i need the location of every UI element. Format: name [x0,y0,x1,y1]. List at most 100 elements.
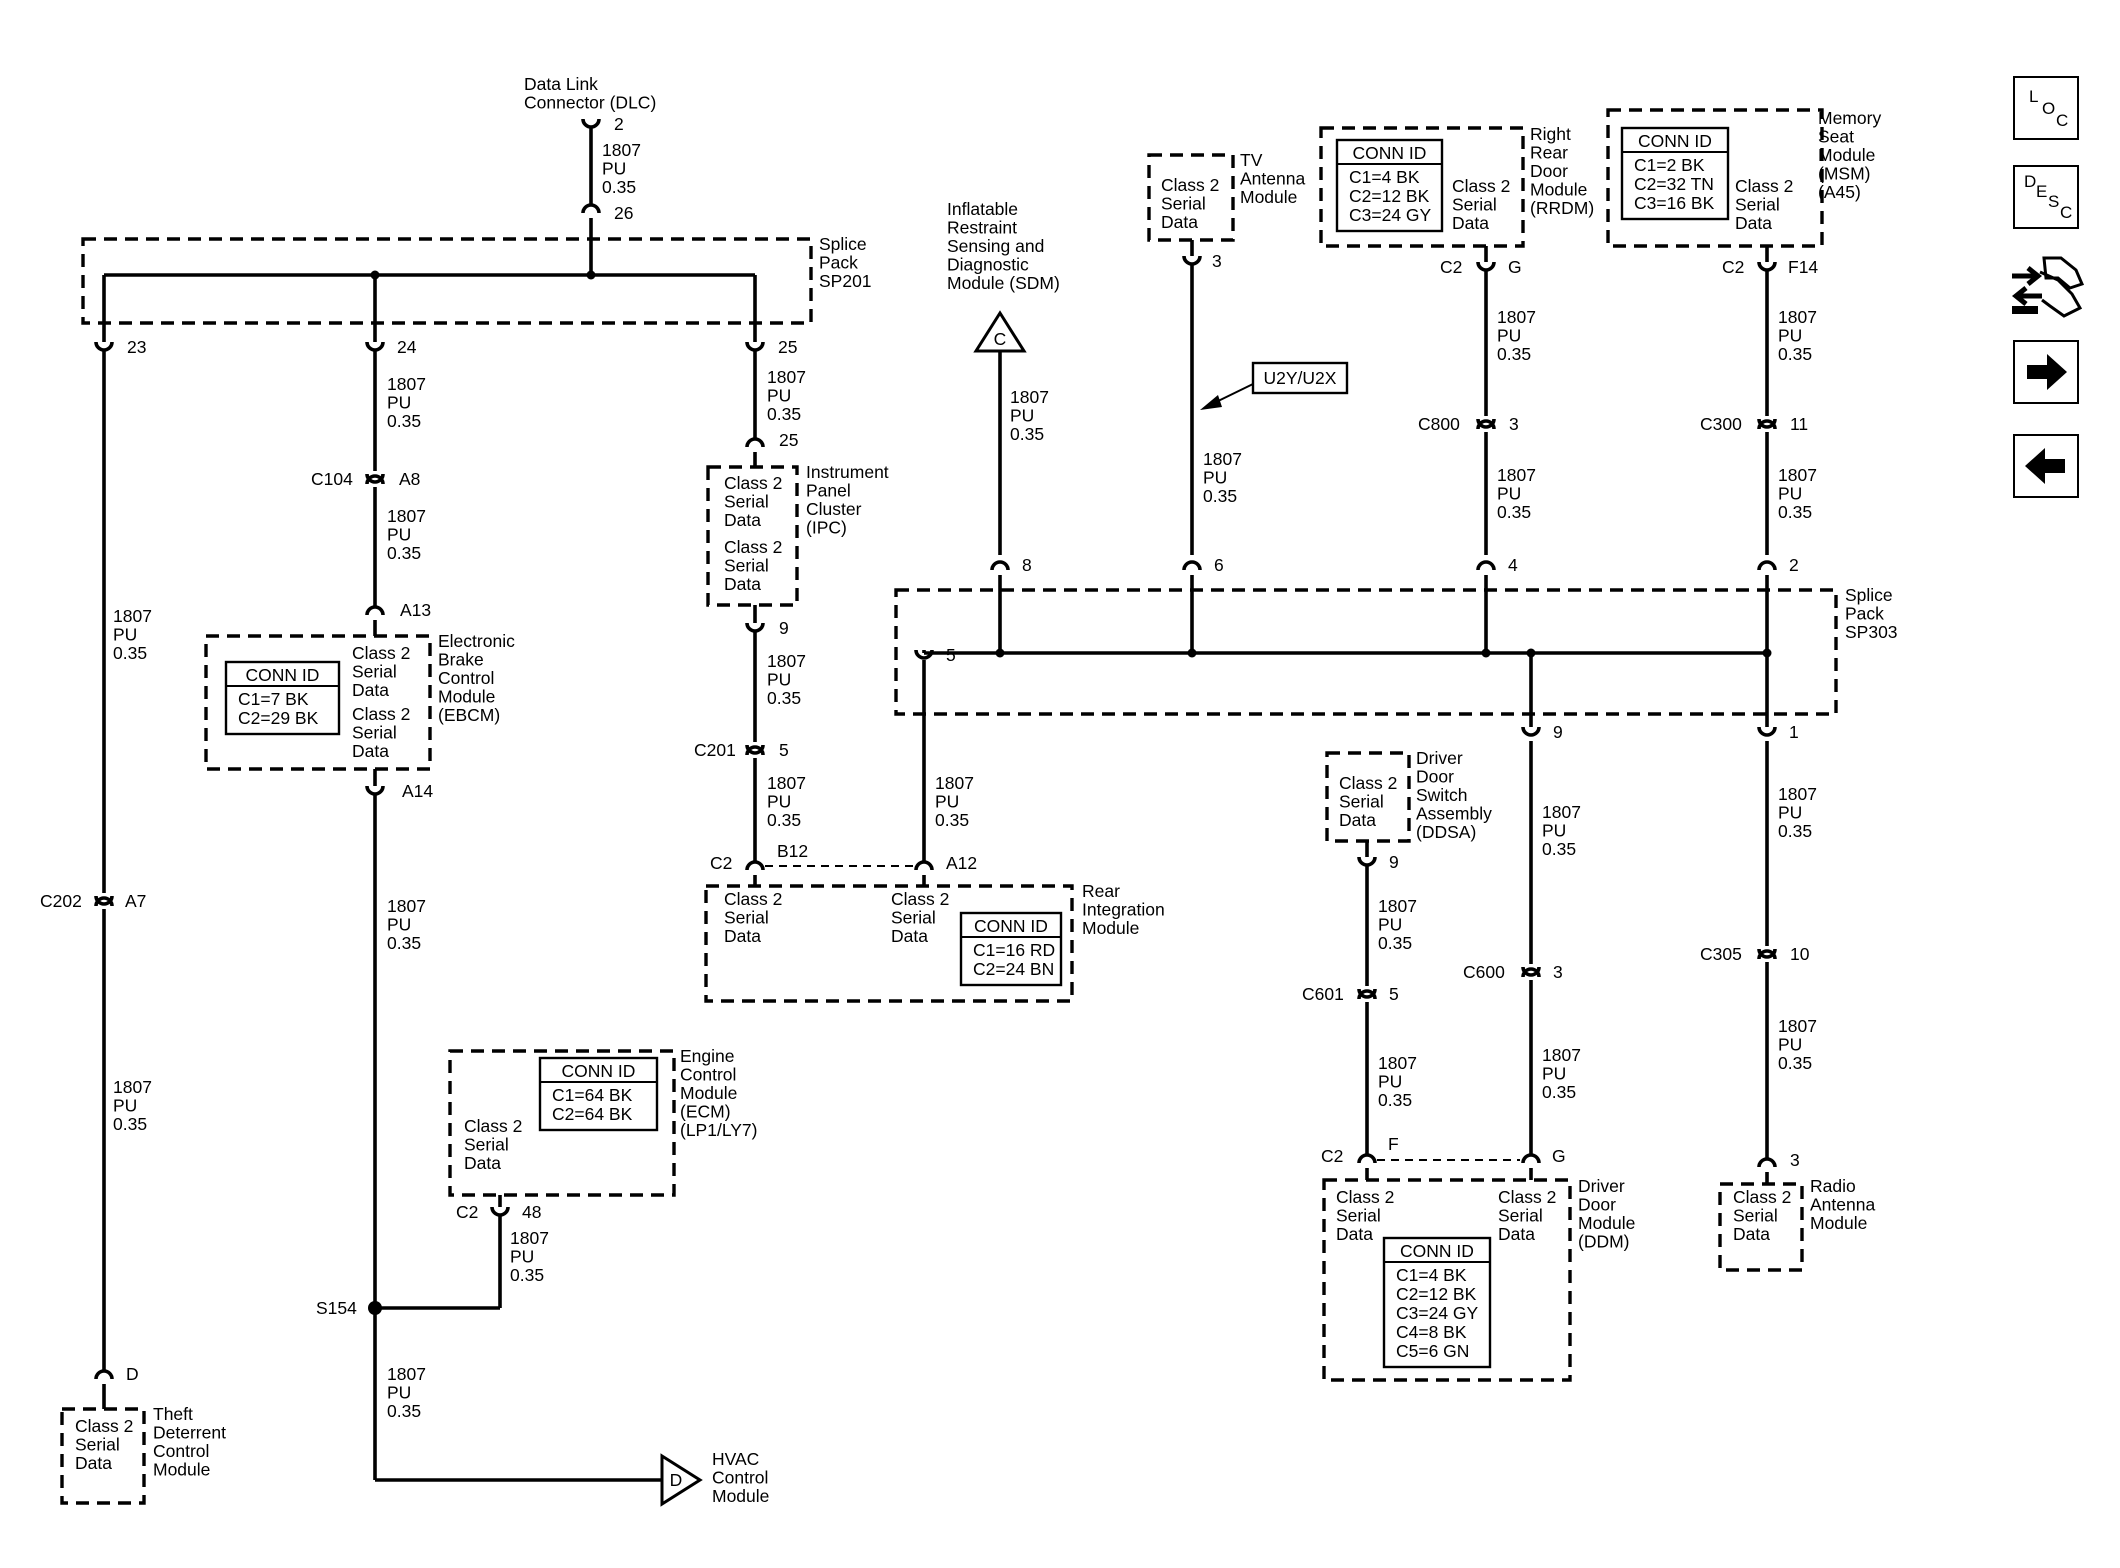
ecm-wire-label-gauge: 0.35 [510,1265,544,1285]
rim-conn-id-table [959,911,1063,987]
ipc-serial-data: Class 2 [724,473,782,493]
rrdm-wire-label-1-circuit: 1807 [1497,307,1536,327]
sp201-pin-23: 23 [127,337,146,357]
ecm-name: (ECM) [680,1102,731,1122]
ddsa-wire-label-1-gauge: 0.35 [1378,933,1412,953]
sp303-pin-top: 4 [1508,555,1518,575]
locator-button[interactable]: L O C [2013,76,2079,140]
rim-conn-id-title: CONN ID [974,916,1048,936]
tdm-name: Theft [153,1404,193,1424]
tv-name: Module [1240,187,1297,207]
sdm-wire-label-gauge: 0.35 [1010,424,1044,444]
ebcm-name: Control [438,668,494,688]
ecm-conn-id-row: C2=64 BK [552,1104,633,1124]
ddm-conn-id-row: C5=6 GN [1396,1341,1469,1361]
description-button[interactable]: D E S C [2013,165,2079,229]
next-page-icon [2027,354,2067,390]
c104-label: C104 [311,469,353,489]
radio-wire-label-1-circuit: 1807 [1778,784,1817,804]
sp303-connector-top [1757,560,1777,571]
previous-page-icon [2025,448,2065,484]
radio-wire-label-2-color: PU [1778,1035,1802,1055]
ddm-connector-g [1521,1153,1541,1164]
sp201-pin-24: 24 [397,337,417,357]
ecm-conn: C2 [456,1202,478,1222]
rim-connector-a12 [914,860,934,871]
ipc-serial-data: Data [724,574,761,594]
ddm-serial-data: Data [1336,1224,1373,1244]
c601-pin: 5 [1389,984,1399,1004]
radio-serial-data: Data [1733,1224,1770,1244]
c600-connector-female [1521,966,1541,977]
s154-label: S154 [316,1298,357,1318]
hvac-wire-label-2-circuit: 1807 [387,1364,426,1384]
previous-page-button[interactable] [2013,434,2079,498]
sp303-pin-top: 2 [1789,555,1799,575]
ecm-serial-data: Serial [464,1135,509,1155]
ipc-wire-label-1-color: PU [767,386,791,406]
c601-connector-male [1357,989,1377,1000]
ebcm-serial-data: Data [352,741,389,761]
ddsa-serial-data: Serial [1339,792,1384,812]
ecm-name: Module [680,1083,737,1103]
ebcm-conn-id-row: C1=7 BK [238,689,309,709]
sp201-connector-25 [745,341,765,352]
rim-wire-label-1-gauge: 0.35 [767,810,801,830]
ebcm-pin-a14: A14 [402,781,433,801]
rrdm-name: (RRDM) [1530,198,1594,218]
rim-serial-data: Class 2 [891,889,949,909]
dlc-wire-label-gauge: 0.35 [602,177,636,197]
tdm-wire-label-2-circuit: 1807 [113,1077,152,1097]
tdm-wire-label-1-gauge: 0.35 [113,643,147,663]
msm-conn-id-row: C1=2 BK [1634,155,1705,175]
sp303-connector-1 [1757,726,1777,737]
c104-pin: A8 [399,469,420,489]
ebcm-wire-label-1-color: PU [387,393,411,413]
option-tag-arrowhead [1200,395,1222,410]
rrdm-wire-label-1-color: PU [1497,326,1521,346]
ddsa-name: (DDSA) [1416,822,1476,842]
c202-pin: A7 [125,891,146,911]
ebcm-name: (EBCM) [438,705,500,725]
sdm-name: Inflatable [947,199,1018,219]
sp303-splice-dot [1187,648,1197,658]
ecm-name: Control [680,1065,736,1085]
c300-connector-male [1757,419,1777,430]
ddm-wire-label-2-color: PU [1542,1064,1566,1084]
radio-wire-label-2-circuit: 1807 [1778,1016,1817,1036]
rim-box [704,884,1074,1003]
msm-name: (A45) [1818,182,1861,202]
ddsa-wire-label-2-color: PU [1378,1072,1402,1092]
c600-connector-male [1521,967,1541,978]
tv-wire-label-color: PU [1203,468,1227,488]
radio-name: Module [1810,1213,1867,1233]
ddsa-wire-label-1-color: PU [1378,915,1402,935]
ebcm-wire-label-2-circuit: 1807 [387,506,426,526]
sdm-name: Restraint [947,218,1017,238]
tdm-box [60,1407,146,1505]
ddm-wire-label-2-circuit: 1807 [1542,1045,1581,1065]
sdm-wire-label-color: PU [1010,406,1034,426]
ipc-connector-9 [745,622,765,633]
sp201-name: Pack [819,253,858,273]
ebcm-serial-data: Class 2 [352,643,410,663]
tv-connector [1182,255,1202,266]
sp201-pin-25: 25 [778,337,797,357]
radio-serial-data: Class 2 [1733,1187,1791,1207]
ipc-name: Panel [806,481,851,501]
connector-pinout-button[interactable] [2006,250,2086,325]
ipc-name: Instrument [806,462,889,482]
msm-wire-label-2-gauge: 0.35 [1778,502,1812,522]
rim-serial-data: Serial [891,908,936,928]
ddm-wire-label-1-gauge: 0.35 [1542,839,1576,859]
ipc-serial-data: Serial [724,556,769,576]
ipc-wire-label-2-circuit: 1807 [767,651,806,671]
rrdm-box [1319,126,1525,248]
rrdm-conn-id-row: C1=4 BK [1349,167,1420,187]
ebcm-serial-data: Serial [352,662,397,682]
ddsa-name: Switch [1416,785,1468,805]
ebcm-wire-label-2-color: PU [387,525,411,545]
sp201-connector-23 [94,341,114,352]
connector-pinout-icon [2011,256,2085,318]
next-page-button[interactable] [2013,340,2079,404]
